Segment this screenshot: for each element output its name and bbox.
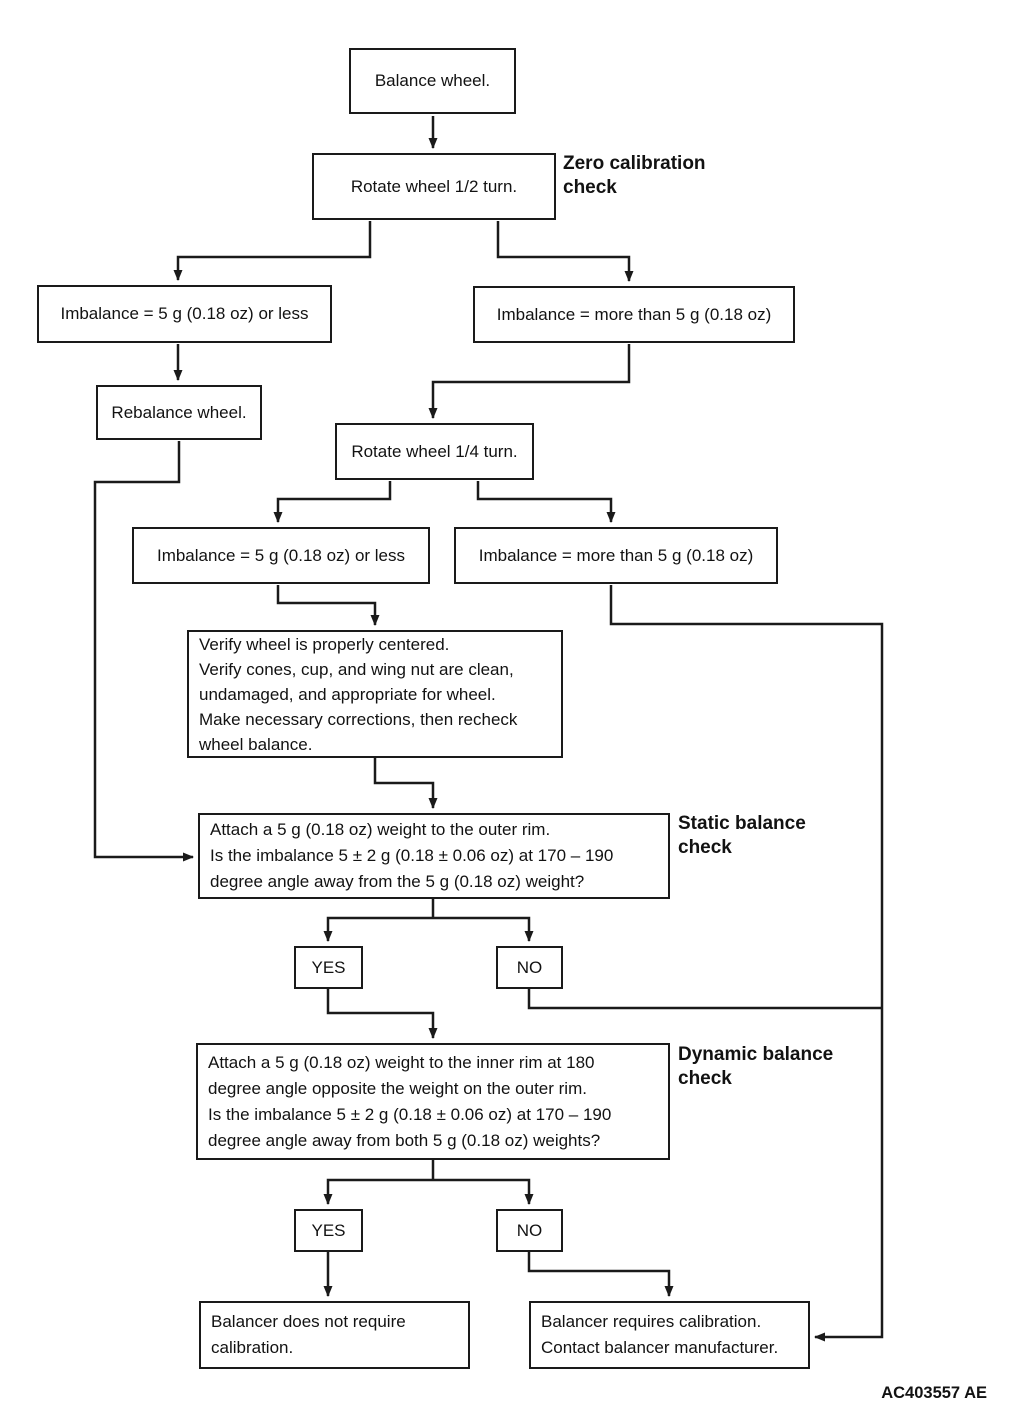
edge-rotatequarter-to-more2	[476, 481, 616, 523]
edge-static-to-yes1	[323, 916, 433, 942]
node-imbalance-quarter-less: Imbalance = 5 g (0.18 oz) or less	[132, 527, 430, 584]
label-dynamic-line-1: Dynamic balance	[678, 1044, 834, 1065]
edge-dynamic-to-yes2	[323, 1178, 433, 1205]
verify-line-3: undamaged, and appropriate for wheel.	[199, 684, 496, 704]
edge-no1-to-rail	[527, 989, 881, 1010]
label-zero-line-1: Zero calibration	[563, 153, 706, 174]
balancer-needs-line-1: Balancer requires calibration.	[541, 1312, 762, 1331]
node-rotate-wheel-half-turn: Rotate wheel 1/2 turn.	[312, 153, 556, 220]
edge-no2-to-requires	[527, 1251, 674, 1297]
verify-line-2: Verify cones, cup, and wing nut are clea…	[199, 659, 514, 679]
dynamic-line-3: Is the imbalance 5 ± 2 g (0.18 ± 0.06 oz…	[208, 1104, 612, 1124]
label-zero-line-2: check	[563, 177, 617, 198]
edge-rotatequarter-to-less2	[273, 481, 392, 523]
node-yes-dynamic: YES	[294, 1209, 363, 1252]
edge-rotatehalf-to-more	[496, 221, 634, 282]
label-static-line-2: check	[678, 837, 732, 858]
edge-dynamic-to-no2	[433, 1178, 534, 1205]
node-balancer-ok: Balancer does not require calibration.	[199, 1301, 470, 1369]
node-no-static: NO	[496, 946, 563, 989]
node-rebalance-wheel: Rebalance wheel.	[96, 385, 262, 440]
label-static-line-1: Static balance	[678, 813, 806, 834]
node-imbalance-half-more: Imbalance = more than 5 g (0.18 oz)	[473, 286, 795, 343]
balancer-ok-line-1: Balancer does not require	[211, 1312, 406, 1331]
node-verify-wheel-centered: Verify wheel is properly centered. Verif…	[187, 630, 563, 758]
dynamic-line-4: degree angle away from both 5 g (0.18 oz…	[208, 1130, 601, 1150]
node-no-dynamic: NO	[496, 1209, 563, 1252]
dynamic-line-1: Attach a 5 g (0.18 oz) weight to the inn…	[208, 1052, 595, 1072]
edge-rotatehalf-to-less	[173, 221, 372, 281]
node-dynamic-balance-question: Attach a 5 g (0.18 oz) weight to the inn…	[196, 1043, 670, 1160]
node-yes-static: YES	[294, 946, 363, 989]
node-rotate-wheel-quarter-turn: Rotate wheel 1/4 turn.	[335, 423, 534, 480]
label-dynamic-balance-check: Dynamic balance check	[678, 1043, 833, 1091]
label-zero-calibration-check: Zero calibration check	[563, 152, 706, 200]
label-static-balance-check: Static balance check	[678, 812, 806, 860]
static-line-1: Attach a 5 g (0.18 oz) weight to the out…	[210, 820, 551, 839]
node-static-balance-question: Attach a 5 g (0.18 oz) weight to the out…	[198, 813, 670, 899]
edge-yes1-to-dynamic	[326, 989, 438, 1039]
edge-more-to-rotatequarter	[428, 344, 631, 419]
node-imbalance-quarter-more: Imbalance = more than 5 g (0.18 oz)	[454, 527, 778, 584]
figure-code: AC403557 AE	[881, 1384, 987, 1402]
verify-line-5: wheel balance.	[199, 734, 313, 754]
label-dynamic-line-2: check	[678, 1068, 732, 1089]
edge-static-to-no1	[433, 916, 534, 942]
verify-line-4: Make necessary corrections, then recheck	[199, 709, 518, 729]
node-imbalance-half-less: Imbalance = 5 g (0.18 oz) or less	[37, 285, 332, 343]
edge-less2-to-verify	[276, 585, 380, 626]
balancer-ok-line-2: calibration.	[211, 1338, 294, 1357]
node-balance-wheel: Balance wheel.	[349, 48, 516, 114]
static-line-3: degree angle away from the 5 g (0.18 oz)…	[210, 872, 585, 891]
edge-verify-to-static	[373, 758, 438, 809]
balancer-needs-line-2: Contact balancer manufacturer.	[541, 1338, 779, 1357]
edge-rebalance-to-static	[93, 441, 194, 862]
static-line-2: Is the imbalance 5 ± 2 g (0.18 ± 0.06 oz…	[210, 846, 614, 865]
node-balancer-needs-calibration: Balancer requires calibration. Contact b…	[529, 1301, 810, 1369]
dynamic-line-2: degree angle opposite the weight on the …	[208, 1078, 587, 1098]
edge-more2-to-requires	[609, 585, 884, 1342]
verify-line-1: Verify wheel is properly centered.	[199, 634, 450, 654]
